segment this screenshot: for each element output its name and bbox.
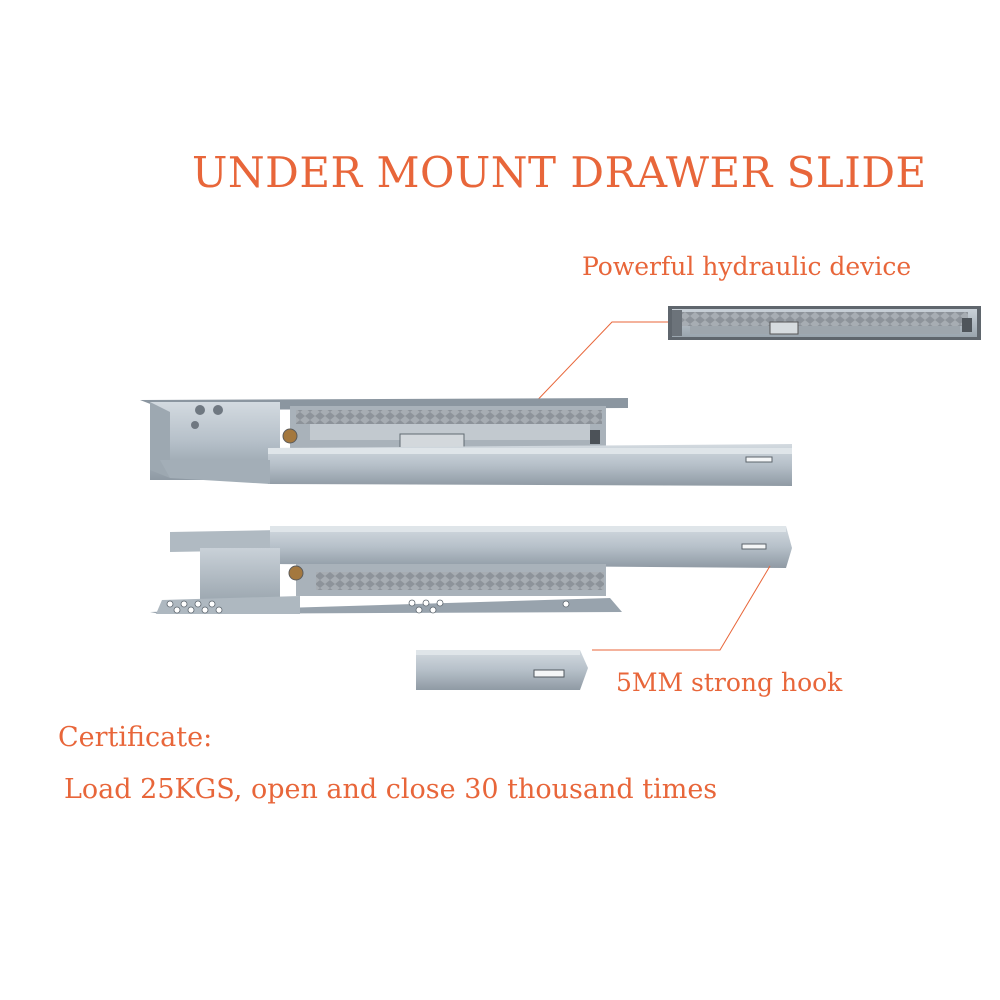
- hook-closeup-image: [416, 650, 588, 690]
- hydraulic-closeup-image: [668, 306, 981, 340]
- strong-hook-label: 5MM strong hook: [616, 668, 843, 697]
- hydraulic-device-label: Powerful hydraulic device: [582, 252, 912, 281]
- page-title: UNDER MOUNT DRAWER SLIDE: [192, 148, 927, 197]
- lower-slide-image: [150, 526, 792, 614]
- certificate-label: Certificate:: [58, 722, 213, 753]
- hook-callout-line: [592, 565, 771, 651]
- upper-slide-image: [140, 398, 792, 486]
- certificate-detail: Load 25KGS, open and close 30 thousand t…: [64, 774, 718, 805]
- hydraulic-callout-line: [527, 321, 668, 411]
